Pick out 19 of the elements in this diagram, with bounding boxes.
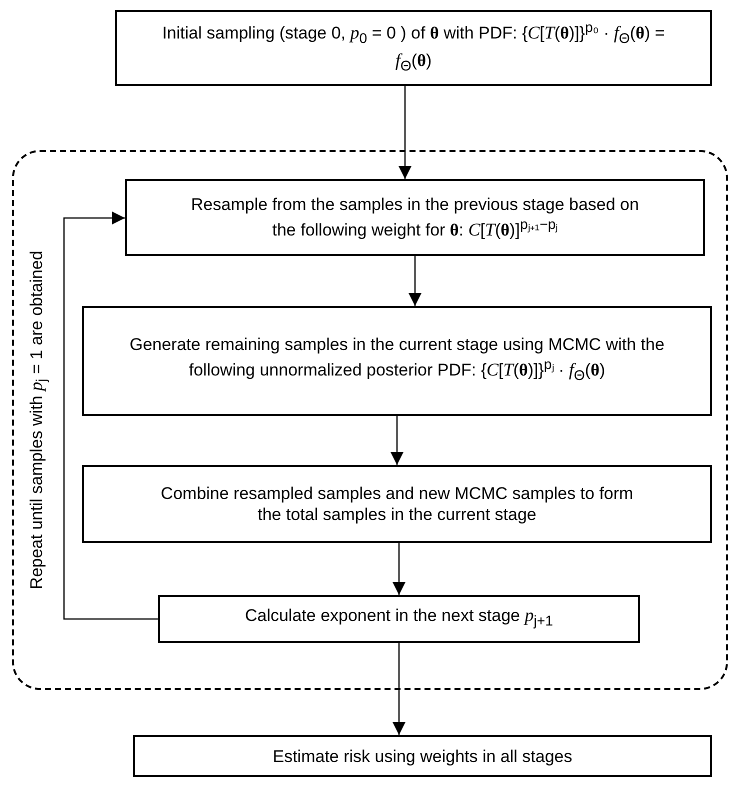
process-box [133, 735, 712, 777]
step-text: Estimate risk using weights in all stages [272, 746, 574, 768]
process-box [82, 306, 712, 416]
arrow [408, 256, 422, 306]
process-box [82, 465, 712, 543]
process-box [115, 10, 712, 86]
process-box [158, 595, 640, 643]
arrow [390, 416, 404, 465]
step-text: Initial sampling (stage 0, p$_{0}$ = 0 ) of θ with PDF: {C[T(θ)]}$^{p₀}$ · f$_{Θ}$(θ) = f$_{Θ}$(θ) [161, 19, 666, 77]
arrow [392, 643, 406, 735]
step-text: Calculate exponent in the next stage p$_{j+1}$ [244, 604, 554, 632]
step-text: Combine resampled samples and new MCMC samples to form the total samples in the current stage [160, 483, 634, 526]
arrow [63, 212, 158, 620]
step-text: Resample from the samples in the previous stage based on the following weight for θ: C[T(θ)]$^{pⱼ₊₁−pⱼ}$ [190, 194, 640, 242]
step-text: Generate remaining samples in the current stage using MCMC with the following unnormalized posterior PDF: {C[T(θ)]}$^{pⱼ}$ · f$_{Θ}$(θ) [128, 334, 666, 387]
arrow [392, 543, 406, 595]
arrow [398, 86, 412, 179]
process-box [125, 179, 705, 256]
loop-region [12, 150, 728, 690]
